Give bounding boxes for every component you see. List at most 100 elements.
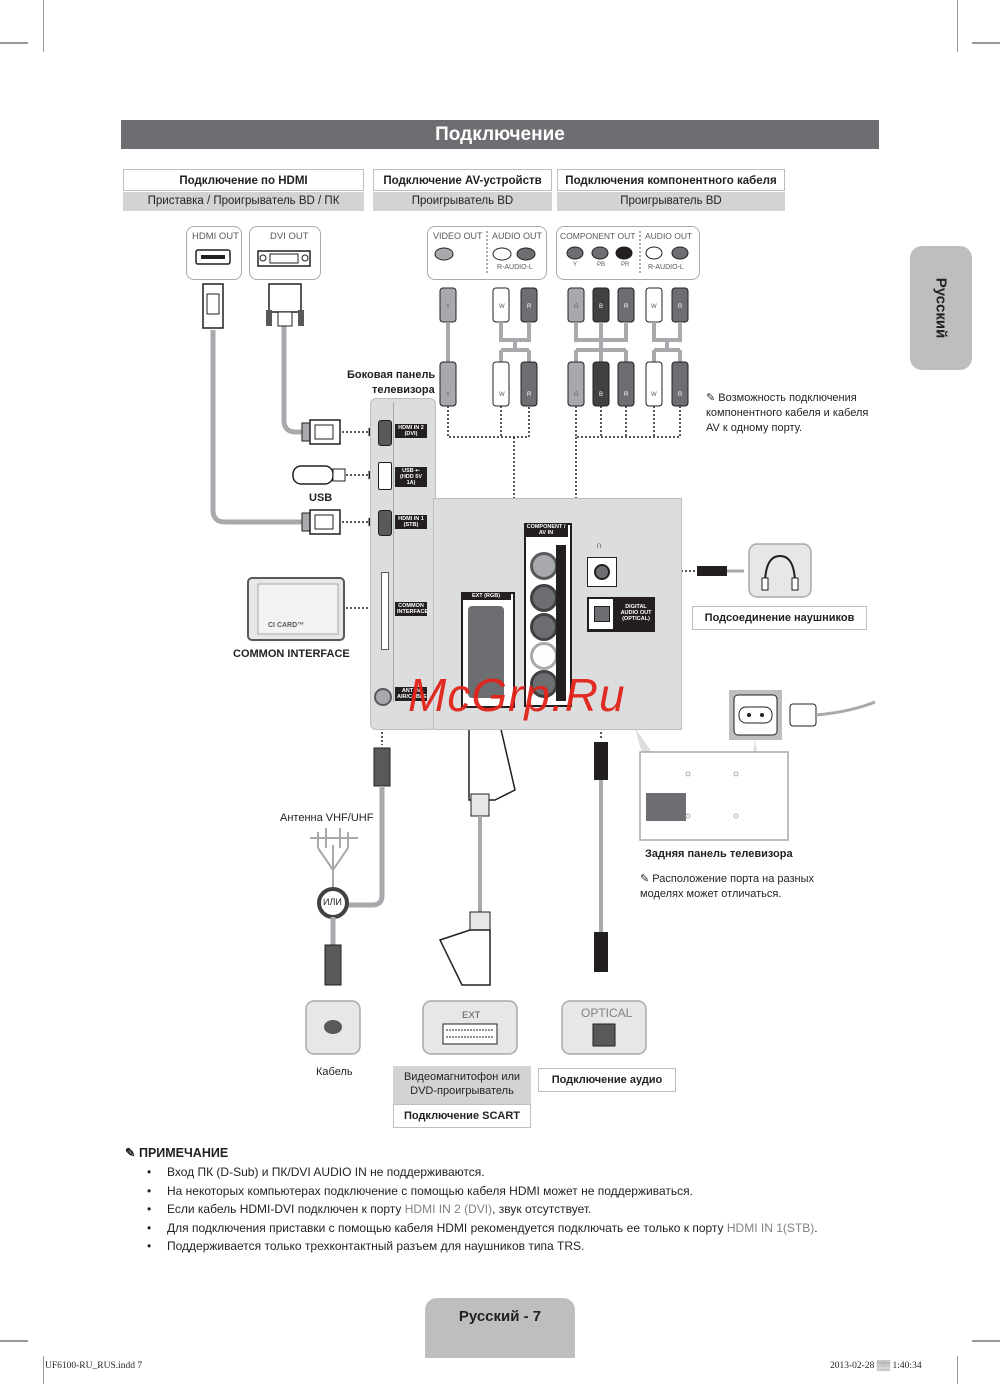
dvi-out-port-icon (257, 250, 311, 267)
crop-mark (957, 0, 958, 52)
common-interface-slot[interactable] (381, 572, 389, 650)
coax-plug-top (373, 747, 391, 787)
antenna-icon (310, 828, 358, 890)
section-device-component: Проигрыватель BD (557, 192, 785, 211)
footer-filename: UF6100-RU_RUS.indd 7 (45, 1361, 143, 1371)
headphone-jack (594, 564, 610, 580)
power-socket (729, 690, 782, 740)
component-note: ✎ Возможность подключения компонентного … (706, 391, 876, 436)
section-header-component: Подключения компонентного кабеля (557, 169, 785, 191)
page-title: Подключение (121, 120, 879, 149)
scart-connection-label: Подключение SCART (393, 1104, 531, 1128)
hdmi-in-1-tag: HDMI IN 1 (STB) (395, 515, 427, 529)
headphones-connection-label: Подсоединение наушников (692, 606, 867, 630)
note-highlight: HDMI IN 1(STB) (726, 1220, 815, 1235)
dvi-cable (281, 325, 302, 435)
back-panel-label: Задняя панель телевизора (645, 848, 793, 860)
pencil-note-icon: ✎ (125, 1146, 139, 1160)
rca-jack-pr[interactable] (530, 613, 558, 641)
note-text: Поддерживается только трехконтактный раз… (167, 1239, 585, 1254)
plug-label: W (499, 304, 505, 310)
pencil-note-icon: ✎ (640, 873, 653, 885)
usb-stick (292, 465, 346, 485)
ci-card-label: CI CARD™ (268, 622, 305, 629)
crop-mark (0, 42, 28, 44)
ext-label: EXT (462, 1010, 481, 1021)
hdmi-in-2-tag: HDMI IN 2 (DVI) (395, 424, 427, 438)
av-dotted-routes (447, 406, 681, 701)
ant-in-tag: ANT IN AIR/CABLE (395, 687, 427, 701)
audio-out-2-label: AUDIO OUT (645, 231, 693, 241)
r-audio-l-label: R-AUDIO-L (497, 264, 533, 271)
crop-mark (0, 1340, 28, 1342)
language-side-tab[interactable]: Русский (910, 246, 972, 370)
section-header-av: Подключение AV-устройств (373, 169, 552, 191)
component-out-label: COMPONENT OUT (560, 231, 636, 241)
plug-label: Y (446, 304, 451, 310)
section-header-hdmi: Подключение по HDMI (123, 169, 364, 191)
hdmi-in-1-port[interactable] (378, 510, 392, 536)
audio-out-label: AUDIO OUT (492, 231, 543, 241)
rca-jack-audio-l[interactable] (530, 642, 558, 670)
coax-plug-bottom (324, 944, 342, 986)
note-text: . (814, 1220, 818, 1235)
usb-port[interactable] (378, 462, 392, 490)
av-plugs-top (439, 287, 689, 323)
av-plugs-bottom (439, 361, 689, 407)
crop-mark (972, 1340, 1000, 1342)
plug-label: B (599, 304, 604, 310)
plug-label: R (527, 392, 532, 398)
comp-pr-label: PR (621, 262, 630, 268)
audio-connection-label: Подключение аудио (538, 1068, 676, 1092)
plug-label: R (624, 304, 629, 310)
scart-socket[interactable] (468, 606, 504, 698)
optical-out-tag: DIGITAL AUDIO OUT (OPTICAL) (620, 604, 652, 622)
vcr-dvd-label: Видеомагнитофон или DVD-проигрыватель (393, 1066, 531, 1104)
cable-device (305, 1000, 361, 1055)
note-text: Вход ПК (D-Sub) и ПК/DVI AUDIO IN не под… (167, 1165, 485, 1179)
hdmi-in-2-port[interactable] (378, 420, 392, 446)
video-out-label: VIDEO OUT (433, 231, 483, 241)
r-audio-l-2-label: R-AUDIO-L (648, 264, 684, 271)
side-panel-divider (393, 402, 394, 702)
optical-out-square (594, 606, 610, 622)
rca-port-icons (434, 246, 689, 261)
plug-label: W (651, 304, 657, 310)
hdmi-cable (210, 330, 302, 525)
hdmi-out-port-box (186, 226, 242, 280)
side-panel-label-2: телевизора (372, 384, 435, 396)
usb-tag: USB ⇠ (HDD 5V 1A) (395, 467, 427, 487)
hdmi-plug-top (202, 283, 224, 329)
plug-label: R (678, 304, 683, 310)
section-device-av: Проигрыватель BD (373, 192, 552, 211)
crop-mark (43, 0, 44, 52)
comp-y-label: Y (573, 262, 578, 268)
note-item: Если кабель HDMI-DVI подключен к порту H… (145, 1200, 818, 1219)
comp-pb-label: PB (597, 262, 606, 268)
optical-plug-top (594, 742, 608, 780)
ext-device (422, 1000, 518, 1055)
ant-in-port[interactable] (374, 688, 392, 706)
rca-jack-video[interactable] (530, 552, 558, 580)
optical-plug-bottom (594, 932, 608, 972)
pencil-note-icon: ✎ (706, 392, 719, 404)
section-device-hdmi: Приставка / Проигрыватель BD / ПК (123, 192, 364, 211)
optical-label: OPTICAL (581, 1006, 633, 1020)
plug-label: Y (446, 392, 451, 398)
side-panel-label-1: Боковая панель (347, 369, 436, 381)
ext-rgb-tag: EXT (RGB) (461, 592, 511, 600)
rca-jack-pb[interactable] (530, 584, 558, 612)
note-item: Поддерживается только трехконтактный раз… (145, 1237, 818, 1256)
notes-list: Вход ПК (D-Sub) и ПК/DVI AUDIO IN не под… (145, 1163, 818, 1256)
cable-label: Кабель (316, 1066, 353, 1078)
plug-label: B (599, 392, 604, 398)
note-highlight: HDMI IN 2 (DVI) (404, 1202, 493, 1217)
note-item: Для подключения приставки с помощью кабе… (145, 1219, 818, 1238)
component-note-text: Возможность подключения компонентного ка… (706, 392, 869, 434)
power-plug (789, 700, 876, 727)
watermark: McGrp.Ru (408, 669, 626, 721)
dvi-out-label: DVI OUT (270, 231, 309, 242)
plug-label: G (574, 392, 579, 398)
crop-mark (972, 42, 1000, 44)
